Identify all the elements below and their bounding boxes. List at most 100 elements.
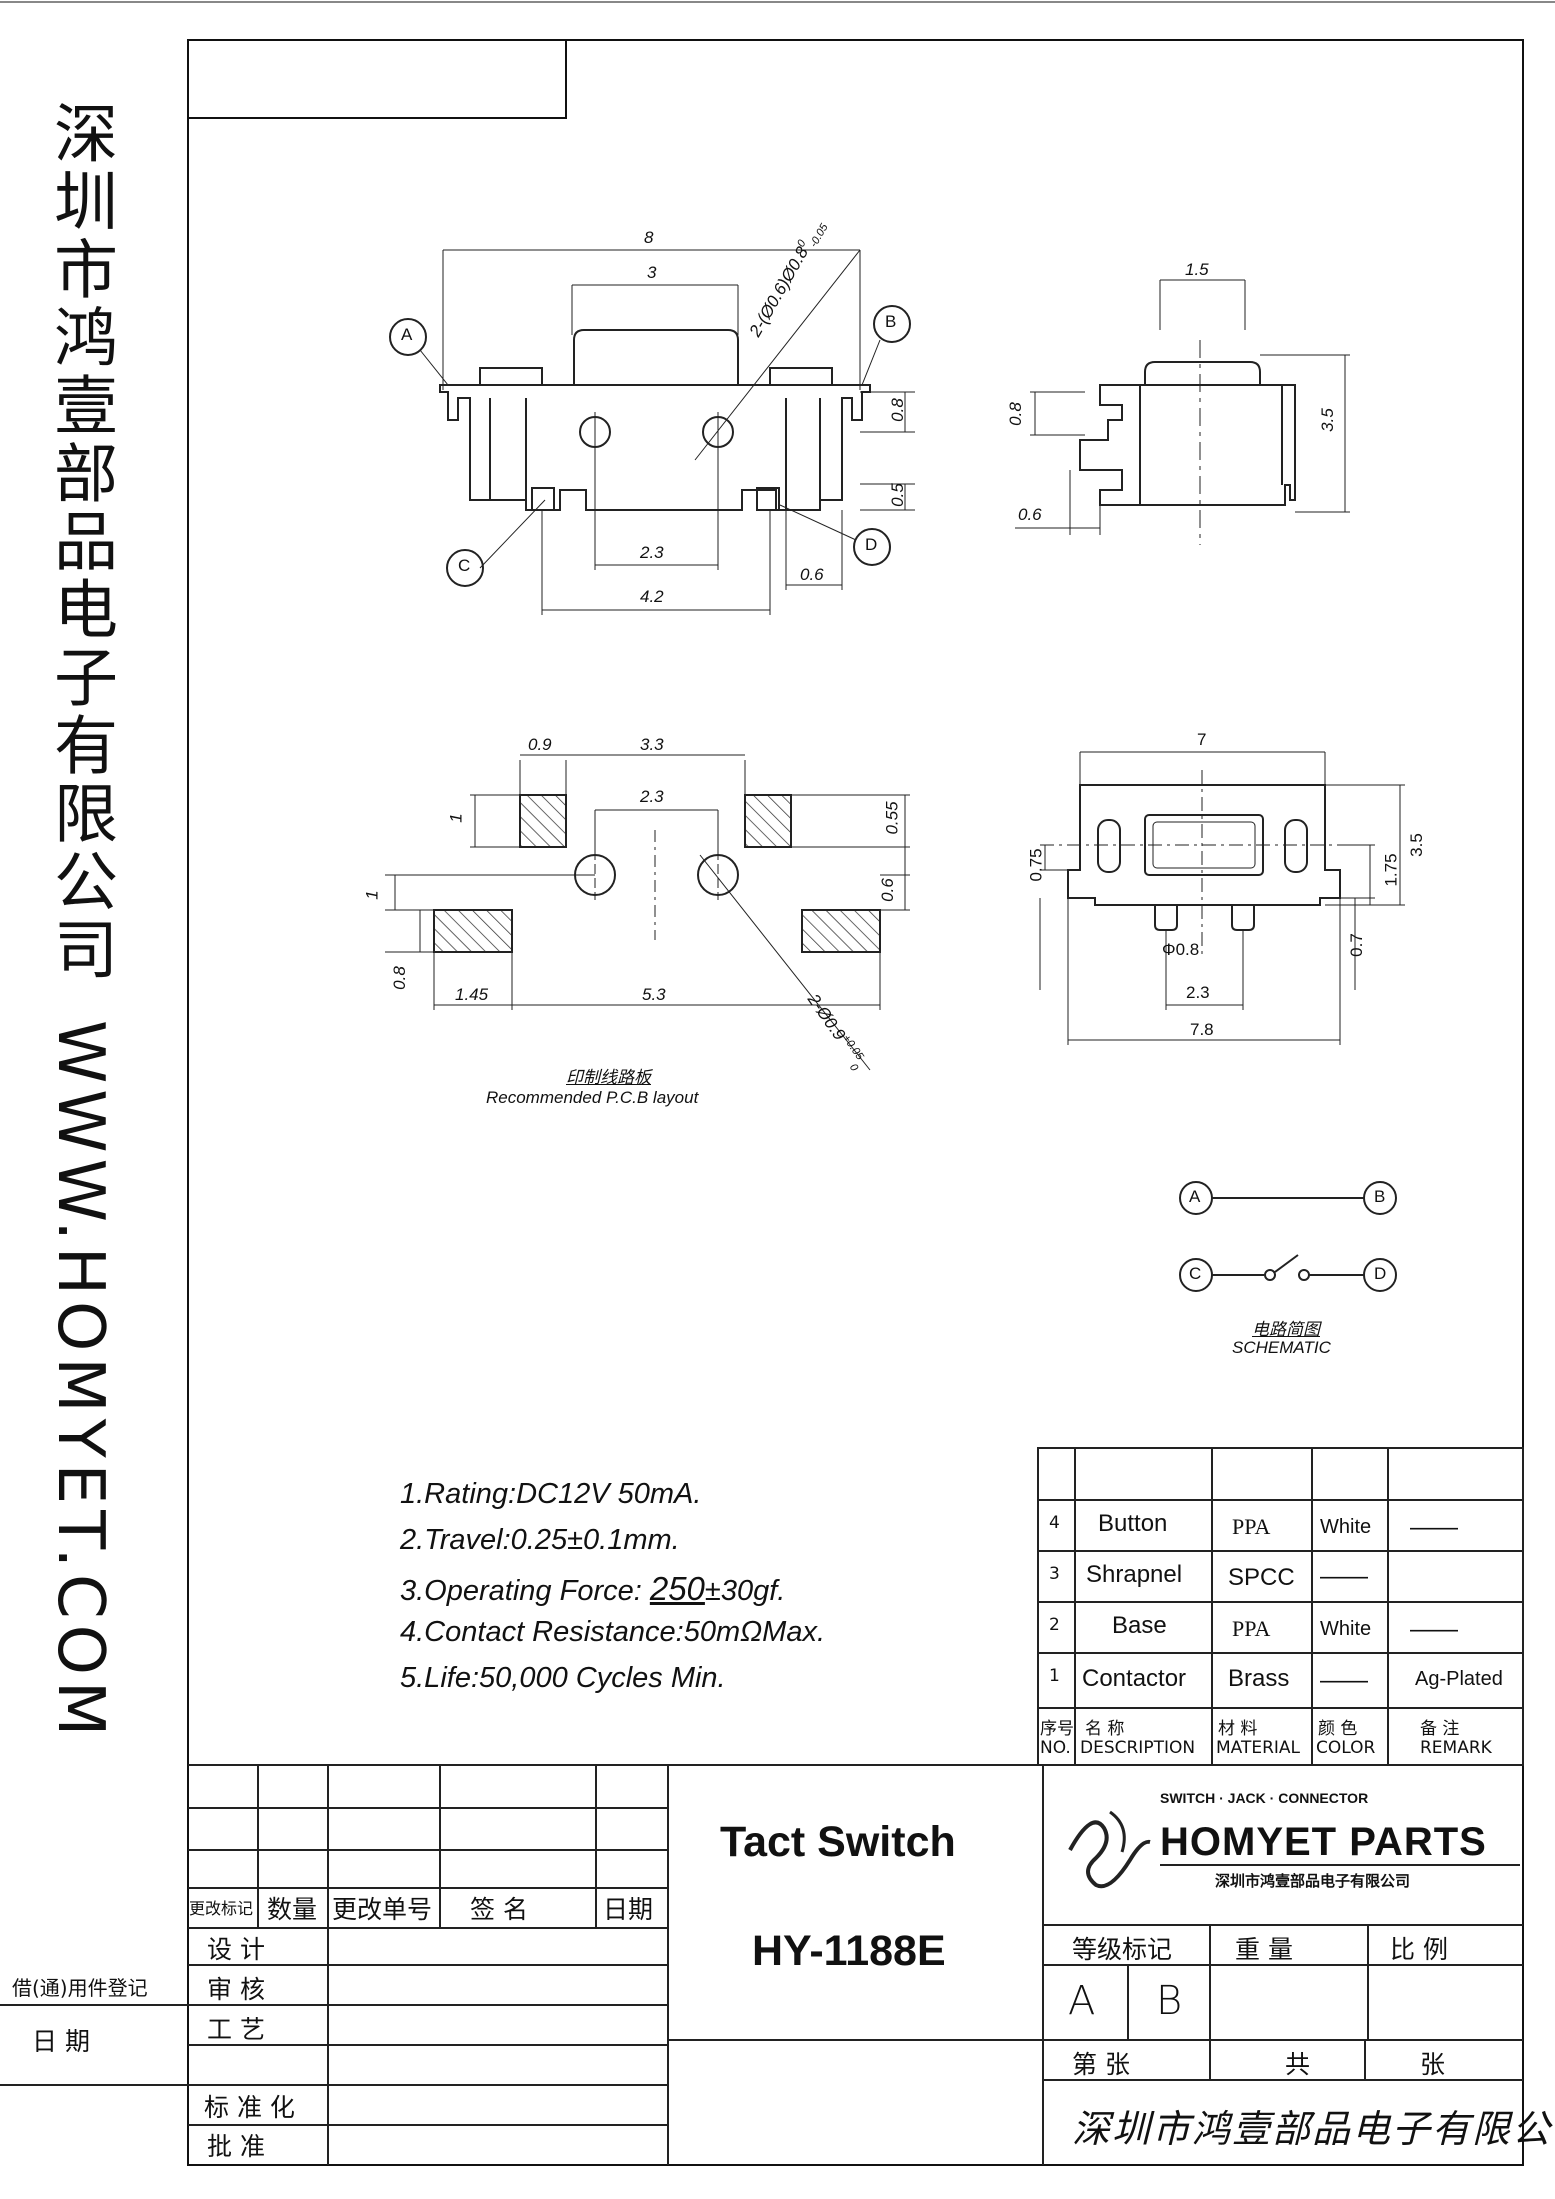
tb-date: 日期 <box>603 1895 654 1924</box>
dim-bottom-height: 0.5 <box>887 483 907 507</box>
bom-header-color-cn: 颜 色 <box>1318 1719 1358 1739</box>
tb-qty: 数量 <box>267 1895 318 1924</box>
marker-c: C <box>458 556 471 575</box>
marker-a: A <box>401 325 413 344</box>
dim-hole-pitch: 2.3 <box>640 543 664 562</box>
dim-top-post-diameter: Φ0.8 <box>1162 940 1200 959</box>
product-model: HY-1188E <box>752 1927 946 1975</box>
tb-grade-a: A <box>1068 1978 1096 2024</box>
tb-design: 设 计 <box>207 1935 265 1964</box>
bom-row-3-material: SPCC <box>1228 1564 1295 1591</box>
tb-approve: 批 准 <box>207 2132 265 2161</box>
dim-top-height: 3.5 <box>1406 833 1426 857</box>
bom-row-1-no: 1 <box>1049 1666 1060 1686</box>
dim-top-post-pitch: 2.3 <box>1186 983 1210 1002</box>
schematic-caption-en: SCHEMATIC <box>1232 1338 1331 1357</box>
tb-total: 共 <box>1285 2050 1311 2079</box>
bom-header-desc-cn: 名 称 <box>1085 1719 1125 1739</box>
dim-pcb-hole-spacing: 2.3 <box>640 787 664 806</box>
bom-header-desc-en: DESCRIPTION <box>1080 1738 1196 1758</box>
bom-row-4-material: PPA <box>1232 1514 1271 1539</box>
bom-row-2-no: 2 <box>1049 1615 1060 1635</box>
bom-row-2-material: PPA <box>1232 1616 1271 1641</box>
dim-pcb-lower-pad-thickness: 0.8 <box>389 966 409 990</box>
spec-force-tol: ±30gf <box>704 1575 778 1607</box>
pcb-caption-cn: 印制线路板 <box>566 1068 651 1088</box>
dim-pcb-pad-height: 1 <box>446 813 466 823</box>
tb-standard: 标 准 化 <box>204 2093 295 2122</box>
tb-change-no: 更改单号 <box>332 1895 433 1924</box>
bom-row-2-description: Base <box>1112 1612 1167 1639</box>
tb-sign: 签 名 <box>470 1895 528 1924</box>
marker-d: D <box>865 535 878 554</box>
dim-pcb-pad-width: 0.9 <box>528 735 552 754</box>
dim-side-leg-length: 0.6 <box>1018 505 1042 524</box>
schematic-marker-a: A <box>1189 1187 1201 1206</box>
bom-row-4-remark: —— <box>1410 1514 1458 1541</box>
dim-side-height: 0.8 <box>887 398 907 422</box>
dim-button-width: 3 <box>647 263 657 282</box>
dim-pcb-lower-pad-height: 1 <box>362 890 382 900</box>
bom-row-4-color: White <box>1320 1516 1372 1538</box>
schematic-marker-b: B <box>1374 1187 1386 1206</box>
brand-name: HOMYET PARTS <box>1160 1820 1487 1864</box>
dim-side-leg-height: 0.8 <box>1005 402 1025 426</box>
tb-sheets: 张 <box>1420 2050 1446 2079</box>
bom-row-1-material: Brass <box>1228 1665 1290 1692</box>
sidebar-website: WWW.HOMYET.COM <box>43 1020 117 1743</box>
spec-travel: 2.Travel:0.25±0.1mm. <box>400 1524 680 1556</box>
bom-row-3-no: 3 <box>1049 1564 1060 1584</box>
dim-pcb-pad-spacing: 3.3 <box>640 735 664 754</box>
spec-operating-force: 3.Operating Force: 250±30gf. <box>400 1570 786 1607</box>
pcb-layout <box>385 754 910 1071</box>
dim-side-height-35: 3.5 <box>1317 408 1337 432</box>
tb-borrow: 借(通)用件登记 <box>12 1976 148 2000</box>
bom-header-remark-en: REMARK <box>1420 1738 1492 1758</box>
product-name: Tact Switch <box>720 1818 956 1866</box>
schematic-marker-d: D <box>1374 1264 1387 1283</box>
bom-row-2-color: White <box>1320 1618 1372 1640</box>
dim-top-width: 7 <box>1197 730 1207 749</box>
bom-row-1-color: —— <box>1320 1667 1368 1694</box>
top-view <box>1039 751 1405 1045</box>
pcb-caption-en: Recommended P.C.B layout <box>486 1088 699 1107</box>
tb-grade-b: B <box>1156 1978 1183 2024</box>
bom-header-mat-en: MATERIAL <box>1216 1738 1301 1758</box>
bom-header-no-en: NO. <box>1040 1738 1071 1758</box>
bom-header-remark-cn: 备 注 <box>1420 1719 1460 1739</box>
bom-row-1-description: Contactor <box>1082 1665 1187 1692</box>
bom-header-color-en: COLOR <box>1316 1738 1376 1758</box>
brand-tagline: SWITCH · JACK · CONNECTOR <box>1160 1790 1369 1806</box>
dim-pcb-top-gap: 0.55 <box>882 801 902 835</box>
dim-leg-width: 0.6 <box>800 565 824 584</box>
brand-cn: 深圳市鸿壹部品电子有限公司 <box>1215 1872 1411 1890</box>
schematic-marker-c: C <box>1189 1264 1202 1283</box>
bom-row-4-no: 4 <box>1049 1513 1060 1533</box>
bom-row-4-description: Button <box>1098 1510 1168 1537</box>
front-view <box>389 249 915 615</box>
tb-scale: 比 例 <box>1390 1935 1448 1964</box>
tb-process: 工 艺 <box>207 2015 265 2044</box>
tb-grade: 等级标记 <box>1072 1935 1173 1964</box>
side-view <box>1015 279 1350 545</box>
bom-header-mat-cn: 材 料 <box>1218 1719 1258 1739</box>
dim-top-overall-width: 7.8 <box>1190 1020 1214 1039</box>
tb-sheet: 第 张 <box>1072 2050 1130 2079</box>
dim-top-left-offset: 0.75 <box>1026 848 1046 882</box>
spec-life: 5.Life:50,000 Cycles Min. <box>400 1662 726 1694</box>
dim-body-width: 4.2 <box>640 587 664 606</box>
bom-row-1-remark: Ag-Plated <box>1415 1668 1503 1690</box>
tb-rev-mark: 更改标记 <box>189 1899 254 1918</box>
bom-table <box>1037 1447 1524 1766</box>
spec-force-dot: . <box>777 1575 786 1607</box>
tb-signature: 深圳市鸿壹部品电子有限公司 <box>1072 2107 1555 2151</box>
bom-header-no-cn: 序号 <box>1040 1719 1074 1739</box>
bom-row-2-remark: —— <box>1410 1616 1458 1643</box>
tb-weight: 重 量 <box>1235 1935 1293 1964</box>
bom-row-3-description: Shrapnel <box>1086 1561 1183 1588</box>
sidebar-company-name: 深圳市鸿壹部品电子有限公司 <box>43 100 117 984</box>
spec-force-value: 250 <box>649 1570 705 1607</box>
spec-contact-resistance: 4.Contact Resistance:50mΩMax. <box>400 1616 826 1648</box>
tb-review: 审 核 <box>207 1975 265 2004</box>
